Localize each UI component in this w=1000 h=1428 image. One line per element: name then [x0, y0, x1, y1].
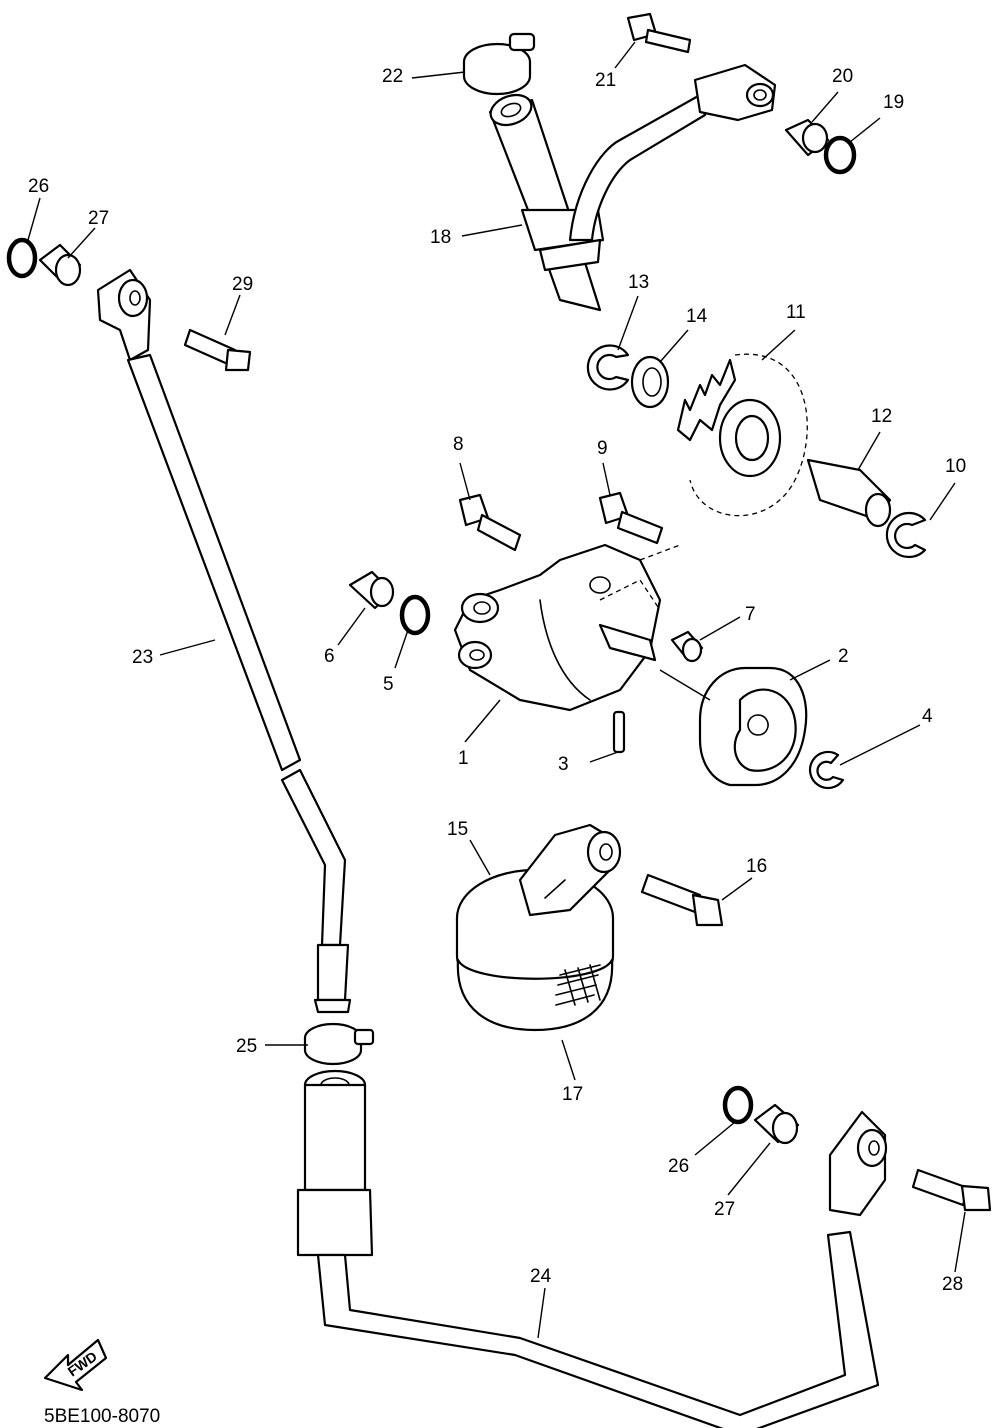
callout-20: 20 — [832, 66, 853, 87]
part-18-pipe-upper — [488, 93, 707, 312]
part-10-circlip — [885, 511, 927, 559]
callout-26-top: 26 — [28, 176, 49, 197]
part-6-collar — [348, 570, 395, 610]
callout-21: 21 — [595, 70, 616, 91]
callout-14: 14 — [686, 306, 708, 327]
part-24-banjo — [828, 1110, 888, 1217]
part-13-circlip — [586, 344, 630, 391]
part-28-bolt — [911, 1168, 992, 1212]
part-9-bolt — [598, 491, 664, 545]
fwd-direction-marker: FWD — [43, 1338, 108, 1392]
part-27-collar-right — [753, 1103, 800, 1145]
callout-11: 11 — [786, 302, 806, 323]
callout-27-top: 27 — [88, 208, 109, 229]
callout-22: 22 — [382, 66, 403, 87]
part-26-o-ring-right — [722, 1085, 754, 1125]
callout-2: 2 — [838, 646, 849, 667]
part-19-o-ring — [823, 135, 857, 175]
part-23-pipe — [96, 268, 352, 1014]
callout-9: 9 — [597, 438, 608, 459]
part-17-strainer-screen — [456, 958, 614, 1032]
callout-15: 15 — [447, 819, 468, 840]
callout-7: 7 — [745, 604, 756, 625]
callout-24: 24 — [530, 1266, 552, 1287]
callout-23: 23 — [132, 647, 153, 668]
part-26-o-ring-left — [6, 237, 38, 279]
callout-4: 4 — [922, 706, 933, 727]
callout-6: 6 — [324, 646, 335, 667]
part-11-gear — [676, 353, 808, 517]
callout-26-bottom: 26 — [668, 1156, 689, 1177]
callout-28: 28 — [942, 1274, 963, 1295]
part-15-banjo — [518, 823, 622, 917]
part-18-banjo-fitting — [693, 63, 777, 122]
callout-13: 13 — [628, 272, 649, 293]
part-3-pin — [612, 710, 626, 754]
callout-25: 25 — [236, 1036, 257, 1057]
part-4-circlip — [808, 750, 845, 790]
callout-12: 12 — [871, 406, 892, 427]
callout-27-bottom: 27 — [714, 1199, 735, 1220]
part-29-bolt — [183, 328, 252, 372]
leader-lines — [27, 41, 966, 1339]
callout-19: 19 — [883, 92, 904, 113]
part-16-bolt — [640, 873, 724, 927]
callout-8: 8 — [453, 434, 464, 455]
part-5-o-ring — [399, 594, 431, 636]
callout-16: 16 — [746, 856, 767, 877]
part-2-rotor — [698, 666, 808, 787]
part-22-hose-clamp — [462, 32, 536, 96]
drawing-code: 5BE100-8070 — [44, 1406, 160, 1427]
part-20-spacer — [784, 118, 830, 157]
callout-29: 29 — [232, 274, 253, 295]
part-25-clamp — [303, 1022, 375, 1066]
callout-17: 17 — [562, 1084, 583, 1105]
part-12-shaft — [806, 458, 892, 528]
part-1-pump-body — [453, 543, 681, 712]
part-14-washer — [630, 355, 670, 409]
callout-3: 3 — [558, 754, 569, 775]
callout-18: 18 — [430, 227, 451, 248]
part-7-dowel — [670, 630, 704, 663]
callout-10: 10 — [945, 456, 966, 477]
callout-5: 5 — [383, 674, 394, 695]
callout-1: 1 — [458, 748, 469, 769]
part-24-pipe — [296, 1069, 880, 1428]
part-8-bolt — [458, 493, 522, 552]
part-21-bolt — [626, 12, 692, 54]
part-27-collar-left — [38, 243, 82, 287]
callout-labels: 1 2 3 4 5 6 7 8 9 10 11 12 13 14 15 16 1… — [28, 66, 966, 1295]
